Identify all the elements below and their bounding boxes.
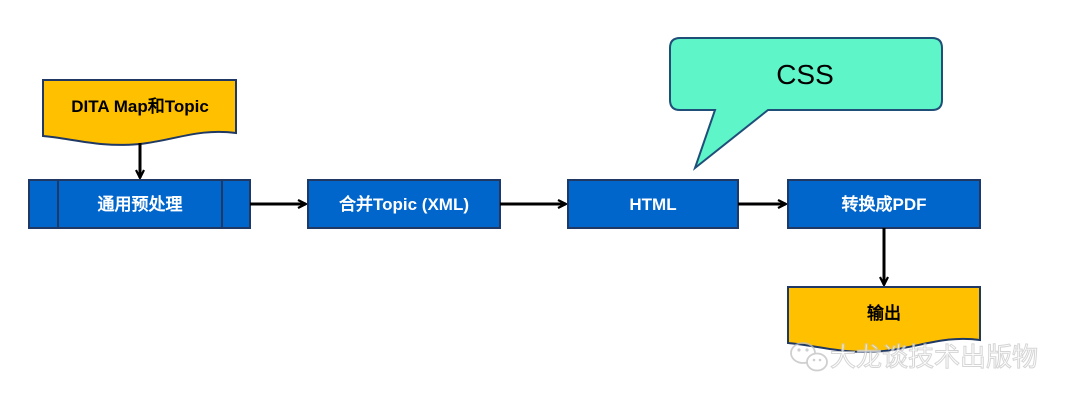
preprocess-label: 通用预处理 xyxy=(98,194,183,214)
watermark-text: 大龙谈技术出版物 xyxy=(830,343,1038,373)
source-document-node: DITA Map和Topic xyxy=(42,79,237,146)
wechat-icon xyxy=(790,342,828,372)
convert-shape xyxy=(787,179,981,229)
convert-node: 转换成PDF xyxy=(787,179,981,229)
css-callout-label: CSS xyxy=(776,59,834,90)
merge-label: 合并Topic (XML) xyxy=(339,194,469,214)
css-callout: CSS xyxy=(669,37,943,171)
html-label: HTML xyxy=(629,195,676,214)
merge-node: 合并Topic (XML) xyxy=(307,179,501,229)
preprocess-shape xyxy=(28,179,251,229)
html-shape xyxy=(567,179,739,229)
preprocess-node: 通用预处理 xyxy=(28,179,251,229)
merge-shape xyxy=(307,179,501,229)
output-document-label: 输出 xyxy=(867,303,901,323)
output-document-node: 输出 xyxy=(787,286,981,353)
html-node: HTML xyxy=(567,179,739,229)
source-document-label: DITA Map和Topic xyxy=(71,97,209,116)
output-document-shape xyxy=(787,286,981,353)
convert-label: 转换成PDF xyxy=(842,194,927,214)
watermark: 大龙谈技术出版物 xyxy=(790,342,1039,374)
css-callout-shape xyxy=(669,37,943,171)
